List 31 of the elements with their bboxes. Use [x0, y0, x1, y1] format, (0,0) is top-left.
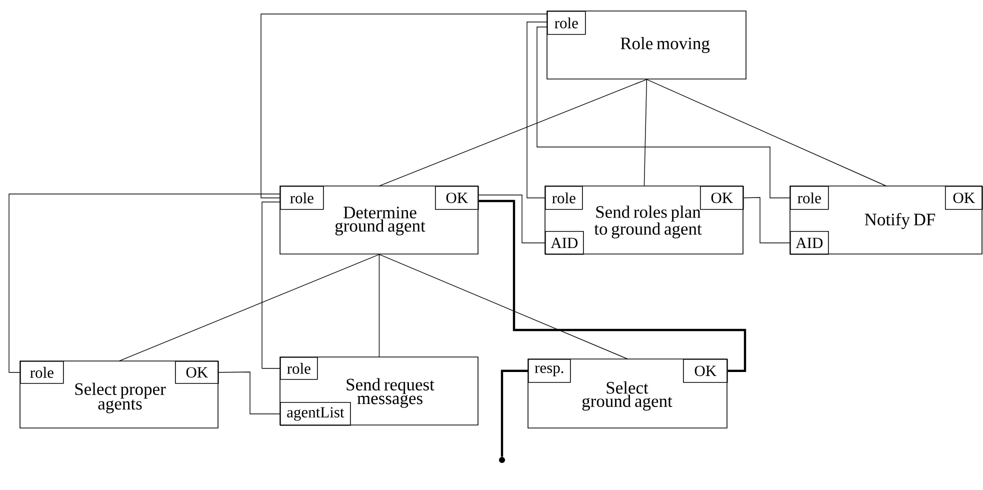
port-box: OK: [175, 361, 219, 384]
port-box: AID: [790, 231, 829, 255]
port-box: AID: [545, 231, 584, 255]
connector-line: [478, 194, 546, 244]
port-box: resp.: [528, 359, 571, 383]
connector-line: [378, 254, 380, 358]
connector-line: [646, 79, 887, 186]
port-box: OK: [435, 186, 479, 210]
connector-line: [536, 26, 790, 198]
connector-line: [218, 372, 280, 414]
port-box: role: [280, 357, 318, 380]
port-box: role: [547, 11, 586, 35]
port-box: OK: [945, 186, 983, 210]
port-box: OK: [700, 186, 744, 210]
connector-line: [743, 197, 790, 244]
port-box: agentList: [280, 402, 351, 426]
port-box: role: [20, 361, 64, 384]
connector-line: [378, 79, 648, 186]
connector-line: [8, 194, 280, 373]
connector-line: [262, 202, 280, 369]
port-box: role: [790, 186, 829, 210]
port-box: OK: [683, 359, 728, 383]
connector-line: [500, 370, 528, 457]
connector-line: [118, 254, 380, 362]
connector-line: [526, 22, 548, 198]
connector-line: [378, 254, 628, 360]
connector-line: [260, 14, 548, 198]
port-box: role: [545, 186, 583, 210]
connector-line: [478, 200, 746, 372]
port-box: role: [280, 186, 324, 210]
connector-line: [644, 79, 648, 186]
